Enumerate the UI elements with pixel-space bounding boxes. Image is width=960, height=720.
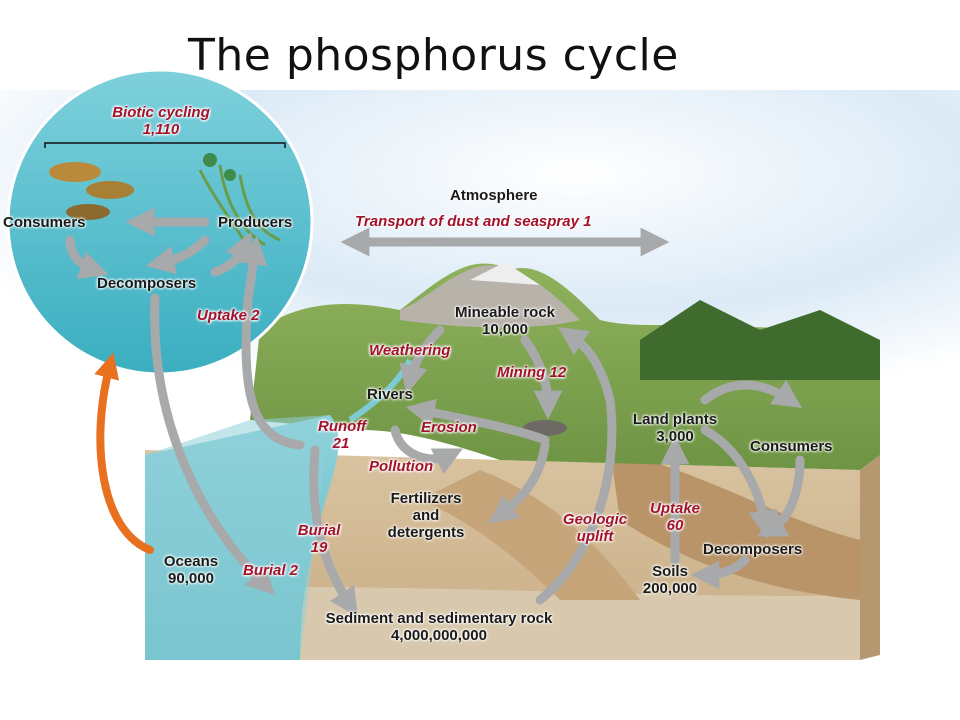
uptake-land-flow-label: Uptake 60: [638, 500, 712, 534]
arrow-consumers-to-decomposers: [65, 235, 109, 280]
arrow-oceans-to-biotic: [94, 352, 154, 554]
burial-2-flow-label: Burial 2: [243, 562, 299, 579]
land-plants-value: 3,000: [656, 428, 694, 445]
page-title: The phosphorus cycle: [188, 30, 679, 81]
mineable-rock-name: Mineable rock: [454, 304, 556, 321]
arrow-mineable-to-rivers: [399, 325, 445, 394]
uptake-land-value: 60: [666, 517, 684, 534]
arrow-burial-19: [309, 445, 358, 617]
arrow-erosion-to-rivers: [405, 398, 550, 445]
mineable-rock-label: Mineable rock 10,000: [440, 304, 570, 338]
pollution-flow-label: Pollution: [369, 458, 434, 475]
fertilizers-line2: and: [412, 507, 440, 524]
erosion-flow-label: Erosion: [421, 419, 477, 436]
uptake-land-name: Uptake: [649, 500, 701, 517]
arrow-producers-to-decomposers: [145, 235, 210, 275]
biotic-cycling-value: 1,110: [142, 121, 180, 138]
geologic-uplift-line1: Geologic: [562, 511, 628, 528]
arrow-rivers-to-fertilizers: [390, 425, 463, 475]
land-plants-name: Land plants: [632, 411, 718, 428]
arrow-geologic-uplift: [535, 327, 617, 605]
arrow-mining-down: [520, 335, 563, 420]
uptake-ocean-label: Uptake 2: [197, 307, 260, 324]
soils-value: 200,000: [642, 580, 698, 597]
biotic-cycling-title: Biotic cycling: [112, 104, 210, 121]
arrow-land-plants-consumers: [700, 380, 802, 408]
geologic-uplift-line2: uplift: [576, 528, 614, 545]
runoff-value: 21: [332, 435, 350, 452]
oceans-name: Oceans: [163, 553, 219, 570]
oceans-value: 90,000: [168, 570, 214, 587]
land-consumers-label: Consumers: [750, 438, 833, 455]
sediment-value: 4,000,000,000: [391, 627, 487, 644]
sediment-label: Sediment and sedimentary rock 4,000,000,…: [289, 610, 589, 644]
sediment-name: Sediment and sedimentary rock: [325, 610, 553, 627]
soils-name: Soils: [652, 563, 688, 580]
ocean-decomposers-label: Decomposers: [97, 275, 197, 292]
landscape-block: [145, 262, 880, 660]
biotic-cycling-label: Biotic cycling 1,110: [96, 104, 226, 138]
atmosphere-label: Atmosphere: [450, 187, 538, 204]
land-decomposers-label: Decomposers: [703, 541, 803, 558]
transport-flow-label: Transport of dust and seaspray 1: [355, 213, 592, 230]
runoff-flow-label: Runoff 21: [318, 418, 367, 452]
ocean-producers-label: Producers: [218, 214, 293, 231]
fertilizers-line1: Fertilizers: [390, 490, 462, 507]
oceans-label: Oceans 90,000: [154, 553, 228, 587]
ocean-consumers-label: Consumers: [3, 214, 86, 231]
burial-19-value: 19: [310, 539, 328, 556]
weathering-flow-label: Weathering: [369, 342, 451, 359]
arrow-pollution: [488, 440, 550, 524]
fertilizers-line3: detergents: [387, 524, 465, 541]
arrow-decomposers-to-sediment: [150, 293, 276, 596]
mineable-rock-value: 10,000: [482, 321, 528, 338]
rivers-label: Rivers: [367, 386, 413, 403]
runoff-name: Runoff: [318, 418, 367, 435]
arrow-plants-decomposers: [700, 425, 778, 540]
arrow-decomposers-soils: [690, 555, 750, 590]
burial-19-name: Burial: [297, 522, 341, 539]
geologic-uplift-flow-label: Geologic uplift: [548, 511, 642, 545]
soils-label: Soils 200,000: [630, 563, 710, 597]
burial-19-flow-label: Burial 19: [291, 522, 347, 556]
arrow-uptake-to-producers: [238, 235, 305, 450]
land-plants-label: Land plants 3,000: [620, 411, 730, 445]
mining-flow-label: Mining 12: [497, 364, 567, 381]
fertilizers-label: Fertilizers and detergents: [376, 490, 476, 541]
